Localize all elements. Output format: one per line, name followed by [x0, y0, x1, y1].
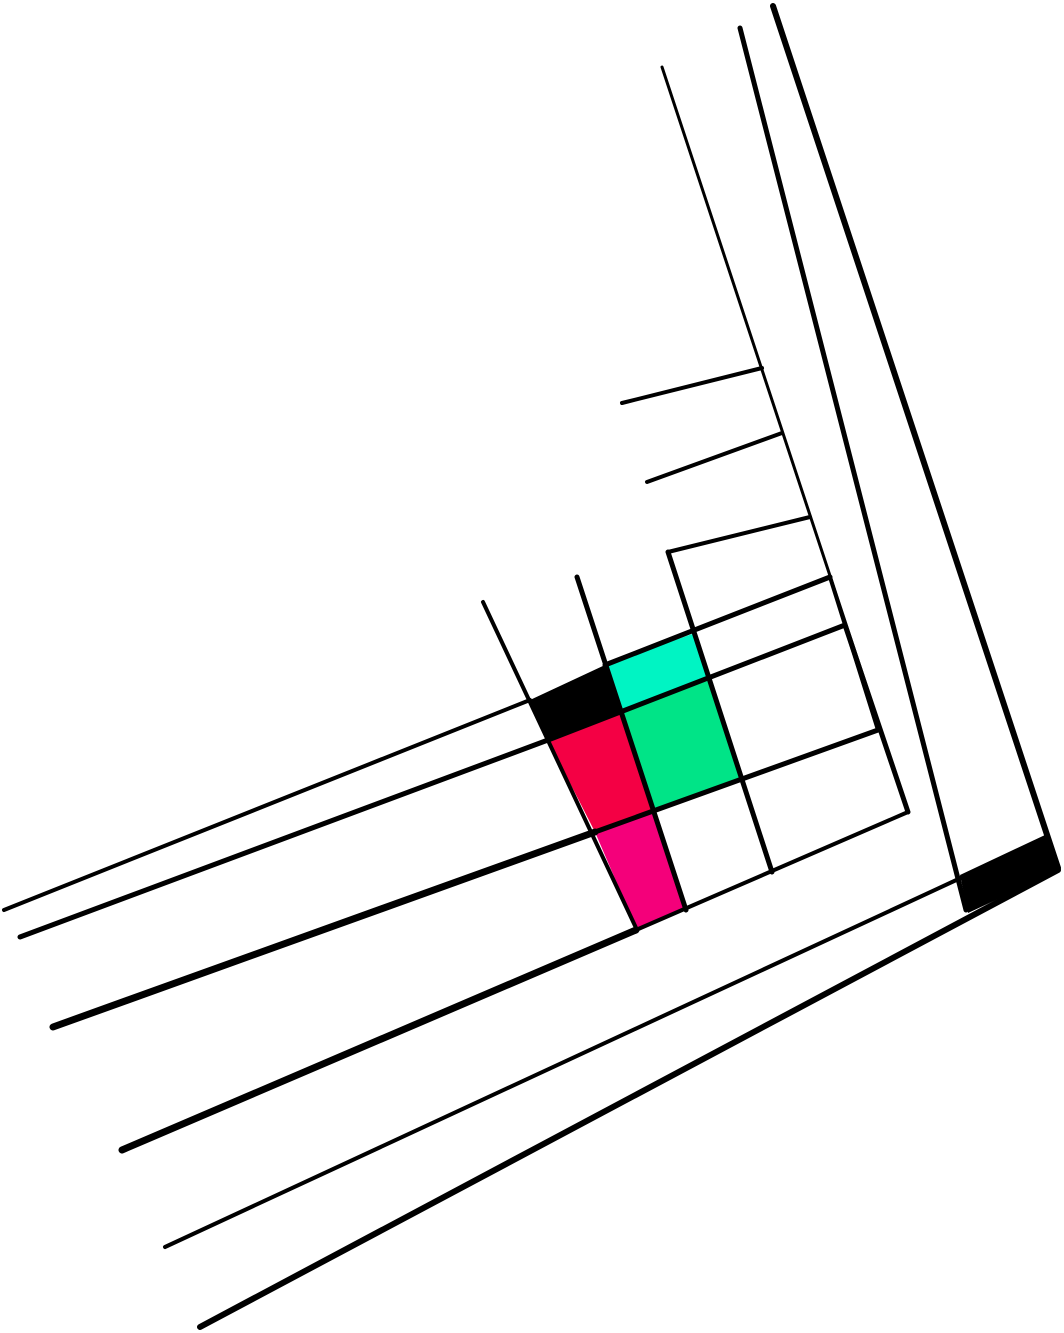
left-line-1 [17, 737, 551, 940]
bottom-line-1 [197, 867, 1061, 1330]
bottom-line-4b [592, 727, 881, 835]
red-cell [548, 712, 655, 832]
black-cell-center [530, 665, 620, 740]
outer-line-middle [737, 25, 969, 913]
green-cell [620, 680, 740, 810]
outer-line-right [770, 3, 1061, 871]
grid-lines [2, 3, 1061, 1330]
inner-vertical-1 [481, 600, 639, 932]
inner-vertical-5 [842, 622, 911, 815]
tick-line-3 [666, 515, 812, 554]
black-cell-corner [960, 835, 1060, 913]
inner-vertical-2 [574, 574, 689, 913]
inner-vertical-3 [665, 549, 775, 875]
tick-line-2 [645, 431, 784, 484]
cyan-cell [605, 633, 710, 712]
left-line-2b [602, 574, 833, 668]
bottom-line-4 [49, 828, 599, 1031]
tick-line-1 [620, 366, 764, 405]
colored-cells [530, 633, 1060, 930]
bottom-line-2 [163, 874, 967, 1249]
left-line-2 [2, 698, 532, 912]
left-line-1b [545, 622, 848, 743]
bottom-line-3 [118, 926, 640, 1154]
